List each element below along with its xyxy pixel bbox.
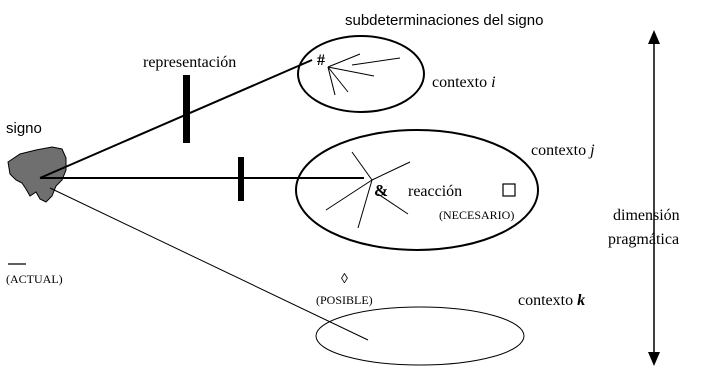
posible-diamond: ◊ [341, 272, 348, 287]
contexto-i-rays [327, 53, 401, 96]
dimension-label-line2: pragmática [608, 231, 679, 248]
contexto-j-ellipse [295, 129, 539, 251]
contexto-j-label: contexto j [531, 142, 595, 159]
signo-label: signo [6, 120, 42, 137]
reaccion-bar [238, 157, 244, 201]
contexto-i-label: contexto i [432, 74, 496, 91]
representacion-bar [183, 75, 190, 143]
necesario-square [502, 183, 516, 197]
signo-shape [7, 146, 67, 203]
contexto-k-ellipse [315, 306, 525, 366]
line-to-contexto-i [39, 59, 313, 179]
necesario-label: (NECESARIO) [439, 208, 514, 222]
contexto-i-ellipse [297, 35, 425, 113]
line-to-contexto-k [49, 187, 369, 341]
contexto-k-label: contexto k [518, 292, 585, 309]
amp-symbol: & [374, 181, 388, 200]
posible-label: (POSIBLE) [316, 293, 373, 307]
diagram-title: subdeterminaciones del signo [345, 12, 543, 29]
dimension-arrow-up-icon [648, 30, 660, 44]
contexto-j-rays [325, 151, 411, 229]
dimension-label-line1: dimensión [613, 207, 680, 224]
representacion-label: representación [143, 54, 236, 71]
hash-symbol: # [317, 52, 325, 69]
dimension-arrow-down-icon [648, 352, 660, 366]
actual-label: (ACTUAL) [6, 272, 63, 286]
reaccion-label: reacción [408, 183, 462, 200]
